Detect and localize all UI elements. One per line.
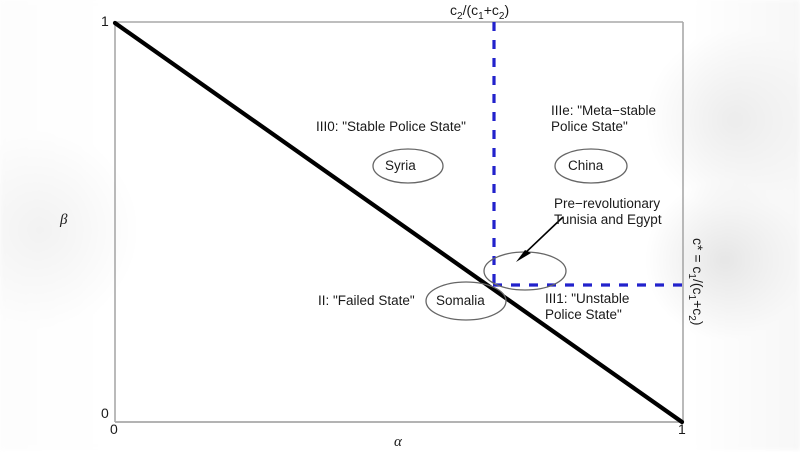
ellipse-label-syria: Syria: [385, 158, 416, 173]
top-threshold-close: ): [504, 2, 510, 18]
right-threshold-label: c* = c1/(c1+c2): [685, 238, 706, 326]
right-threshold-p1: c* = c: [690, 238, 706, 274]
ellipse-syria: [372, 148, 444, 184]
top-threshold-label: c2/(c1+c2): [450, 2, 509, 23]
region-label-unstable-line2: Police State": [545, 306, 622, 322]
top-threshold-plus: +c: [483, 2, 499, 18]
top-threshold-sub-2: 2: [457, 10, 463, 22]
y-tick-min: 0: [101, 405, 109, 421]
top-threshold-c: c: [450, 2, 457, 18]
ellipse-somalia: [425, 281, 507, 321]
right-threshold-p4: ): [690, 320, 706, 326]
state-failure-boundary-line: [112, 20, 685, 425]
y-axis-label: β: [60, 212, 68, 228]
top-threshold-sub-1: 1: [478, 10, 484, 22]
callout-line1: Pre−revolutionary: [554, 196, 661, 211]
right-threshold-p2: /(c: [690, 278, 706, 295]
callout-prerevolutionary-tunisia-egypt: Pre−revolutionary Tunisia and Egypt: [554, 196, 662, 228]
callout-line2: Tunisia and Egypt: [554, 211, 662, 227]
region-label-unstable-line1: III1: "Unstable: [545, 291, 630, 306]
ellipse-label-china: China: [568, 158, 604, 173]
x-axis-label: α: [394, 434, 402, 450]
region-label-unstable-police-state: III1: "Unstable Police State": [545, 291, 629, 323]
region-label-meta-stable-line1: IIIe: "Meta−stable: [551, 103, 656, 118]
x-tick-min: 0: [110, 421, 118, 437]
ellipse-tunisia-egypt: [483, 251, 567, 291]
callout-arrow: [516, 216, 564, 262]
ellipse-china: [554, 148, 628, 184]
y-tick-max: 1: [101, 13, 109, 29]
ellipse-label-somalia: Somalia: [436, 293, 485, 308]
right-threshold-p3: +c: [690, 300, 706, 316]
top-threshold-sub-2b: 2: [498, 10, 505, 22]
axis-frame: [114, 21, 684, 423]
x-tick-max: 1: [678, 421, 686, 437]
region-label-failed-state: II: "Failed State": [318, 293, 415, 308]
region-label-meta-stable-line2: Police State": [551, 118, 628, 134]
region-label-stable-police-state: III0: "Stable Police State": [316, 119, 466, 134]
region-label-meta-stable-police-state: IIIe: "Meta−stable Police State": [551, 103, 656, 135]
top-threshold-mid: /(c: [462, 2, 479, 18]
